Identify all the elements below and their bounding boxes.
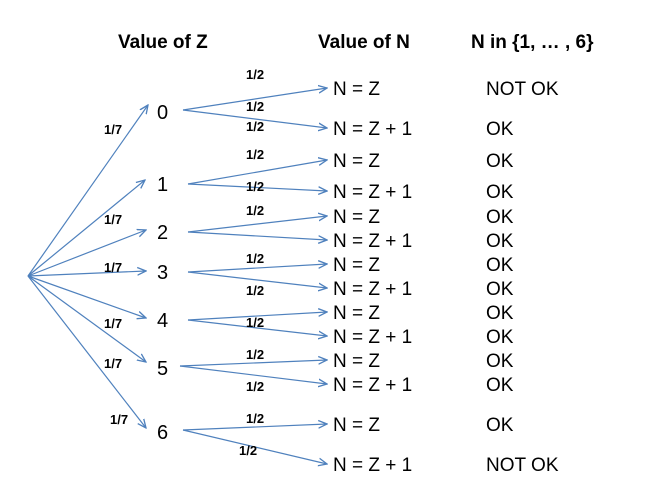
status-z6-1: OK: [486, 415, 514, 436]
prob-z6-outcome-2: 1/2: [239, 443, 257, 458]
n-value-z1-1: N = Z: [333, 151, 380, 172]
status-z2-1: OK: [486, 207, 514, 228]
edge-z-1-outcome-1: [187, 160, 327, 185]
status-z6-2: NOT OK: [486, 455, 559, 476]
edge-z-0-outcome-1: [182, 88, 327, 111]
n-value-z0-2: N = Z + 1: [333, 119, 412, 140]
edge-root-to-z-5: [27, 275, 146, 362]
tree-edges: [27, 88, 327, 464]
prob-z6-outcome-1: 1/2: [246, 411, 264, 426]
n-value-z6-1: N = Z: [333, 415, 380, 436]
z-node-6: 6: [157, 422, 168, 444]
edge-z-5-outcome-2: [179, 365, 327, 384]
edge-root-to-z-1: [27, 180, 145, 277]
edge-z-0-outcome-2: [182, 109, 327, 128]
n-value-z3-2: N = Z + 1: [333, 279, 412, 300]
edge-root-to-z-0: [27, 105, 148, 277]
n-value-z3-1: N = Z: [333, 255, 380, 276]
edge-z-3-outcome-1: [187, 264, 327, 273]
status-z5-1: OK: [486, 351, 514, 372]
n-value-z2-2: N = Z + 1: [333, 231, 412, 252]
prob-z-0: 1/7: [104, 122, 122, 137]
z-node-3: 3: [157, 262, 168, 284]
status-z3-2: OK: [486, 279, 514, 300]
edge-root-to-z-4: [27, 275, 146, 318]
prob-z-5: 1/7: [104, 356, 122, 371]
prob-z-2: 1/7: [104, 212, 122, 227]
edge-root-to-z-2: [27, 230, 146, 277]
header-n-in-range: N in {1, … , 6}: [471, 32, 594, 53]
status-z4-2: OK: [486, 327, 514, 348]
n-value-z0-1: N = Z: [333, 79, 380, 100]
status-z0-1: NOT OK: [486, 79, 559, 100]
status-z3-1: OK: [486, 255, 514, 276]
z-node-5: 5: [157, 358, 168, 380]
status-z4-1: OK: [486, 303, 514, 324]
z-node-1: 1: [157, 174, 168, 196]
status-z1-1: OK: [486, 151, 514, 172]
n-value-z5-1: N = Z: [333, 351, 380, 372]
z-node-4: 4: [157, 310, 168, 332]
edge-z-2-outcome-1: [187, 216, 327, 233]
prob-z-3: 1/7: [104, 260, 122, 275]
n-value-z6-2: N = Z + 1: [333, 455, 412, 476]
edge-root-to-z-6: [27, 275, 146, 428]
z-node-2: 2: [157, 222, 168, 244]
prob-z-6: 1/7: [110, 412, 128, 427]
edge-root-to-z-3: [27, 271, 146, 277]
edge-z-5-outcome-1: [179, 360, 327, 367]
tree-labels: 0 1/7 N = Z NOT OK 1/2 N = Z + 1 OK 1/2 1 N = Z OK…: [104, 67, 559, 476]
edge-z-3-outcome-2: [187, 271, 327, 288]
prob-z5-outcome-1: 1/2: [246, 347, 264, 362]
prob-z-4: 1/7: [104, 316, 122, 331]
prob-z1-outcome-2: 1/2: [246, 179, 264, 194]
status-z0-2: OK: [486, 119, 514, 140]
edge-z-1-outcome-2: [187, 183, 327, 191]
edge-z-4-outcome-2: [187, 319, 327, 336]
prob-z0-outcome-2: 1/2: [246, 119, 264, 134]
status-z5-2: OK: [486, 375, 514, 396]
n-value-z2-1: N = Z: [333, 207, 380, 228]
status-z1-2: OK: [486, 182, 514, 203]
prob-z1-outcome-1: 1/2: [246, 147, 264, 162]
edge-z-2-outcome-2: [187, 231, 327, 240]
prob-z2-outcome-1: 1/2: [246, 203, 264, 218]
n-value-z1-2: N = Z + 1: [333, 182, 412, 203]
edge-z-6-outcome-1: [182, 424, 327, 431]
prob-z0-outcome-1: 1/2: [246, 67, 264, 82]
z-node-0: 0: [157, 102, 168, 124]
edge-z-4-outcome-1: [187, 312, 327, 321]
prob-z3-outcome-1: 1/2: [246, 251, 264, 266]
header-value-of-z: Value of Z: [118, 32, 208, 53]
prob-z3-outcome-2: 1/2: [246, 283, 264, 298]
prob-z4-outcome-2: 1/2: [246, 315, 264, 330]
header-value-of-n: Value of N: [318, 32, 410, 53]
n-value-z4-1: N = Z: [333, 303, 380, 324]
n-value-z5-2: N = Z + 1: [333, 375, 412, 396]
prob-z0-mid: 1/2: [246, 99, 264, 114]
status-z2-2: OK: [486, 231, 514, 252]
edge-z-6-outcome-2: [182, 429, 327, 464]
n-value-z4-2: N = Z + 1: [333, 327, 412, 348]
prob-z5-outcome-2: 1/2: [246, 379, 264, 394]
